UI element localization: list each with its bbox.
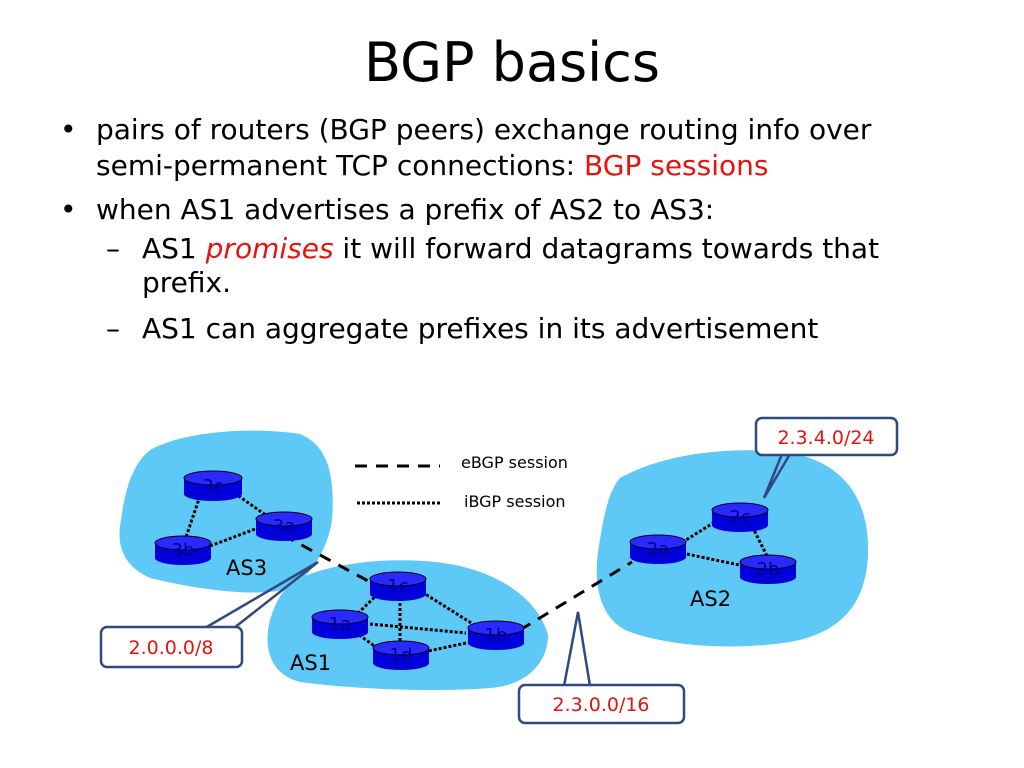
- slide-title: BGP basics: [364, 31, 660, 94]
- ibgp-link-1a-1b: [369, 622, 467, 635]
- as2-label: AS2: [690, 587, 731, 611]
- prefix-callout-2-3-0-0: [517, 683, 686, 725]
- ibgp-link-3c-3a: [229, 488, 271, 520]
- router-3c: 3c: [183, 470, 243, 501]
- callout-pointer-2-0-0-0: [204, 560, 319, 630]
- callout-pointer-2-3-0-0: [562, 611, 592, 687]
- router-3a: 3a: [255, 511, 313, 541]
- prefix-callout-2-0-0-0: [99, 625, 244, 669]
- bullet-2-text: when AS1 advertises a prefix of AS2 to A…: [96, 193, 715, 226]
- bullet-1-highlight: BGP sessions: [584, 149, 769, 182]
- router-label-1b: 1b: [485, 625, 508, 646]
- router-label-1c: 1c: [387, 576, 408, 597]
- as3-label: AS3: [226, 556, 267, 580]
- sub-bullet-2-text: AS1 can aggregate prefixes in its advert…: [142, 312, 819, 345]
- router-2a: 2a: [629, 534, 687, 564]
- prefix-label-2-0-0-0: 2.0.0.0/8: [129, 637, 214, 659]
- prefix-callout-2-3-4-0: [754, 416, 899, 457]
- as1-label: AS1: [290, 651, 331, 675]
- ebgp-legend-label: eBGP session: [461, 453, 568, 472]
- router-2c: 2c: [711, 502, 769, 532]
- ebgp-link-3a-1c: [282, 533, 371, 584]
- router-label-2c: 2c: [729, 507, 750, 528]
- bullet-item-2: • when AS1 advertises a prefix of AS2 to…: [60, 192, 900, 228]
- as1-cloud: [267, 560, 548, 690]
- router-1c: 1c: [369, 571, 427, 601]
- bullet-list: • pairs of routers (BGP peers) exchange …: [60, 112, 900, 346]
- ebgp-links: [282, 533, 633, 632]
- router-1a: 1a: [311, 609, 369, 639]
- router-label-1d: 1d: [390, 645, 413, 666]
- ibgp-legend-label: iBGP session: [464, 492, 566, 511]
- router-label-3b: 3b: [172, 540, 195, 561]
- ibgp-link-3b-3a: [209, 526, 259, 548]
- ebgp-link-1b-2a: [519, 560, 633, 632]
- prefix-label-2-3-0-0: 2.3.0.0/16: [552, 694, 649, 716]
- router-2b: 2b: [739, 554, 797, 584]
- bullet-item-1: • pairs of routers (BGP peers) exchange …: [60, 112, 900, 184]
- callout-pointer-2-3-4-0: [762, 453, 792, 499]
- router-3b: 3b: [154, 535, 212, 565]
- sub-bullet-1-prefix: AS1: [142, 232, 206, 265]
- router-label-2a: 2a: [647, 539, 669, 560]
- router-label-2b: 2b: [757, 559, 780, 580]
- sub-bullet-dash-icon: –: [106, 232, 120, 265]
- bullet-dot-icon: •: [60, 113, 77, 146]
- router-label-1a: 1a: [329, 614, 351, 635]
- callout-pointers: [204, 453, 792, 687]
- router-label-3c: 3c: [202, 476, 223, 497]
- sub-bullet-1-emphasis: promises: [205, 232, 334, 265]
- ibgp-link-1c-1b: [421, 590, 477, 628]
- bullet-dot-icon: •: [60, 193, 77, 226]
- router-1d: 1d: [372, 640, 430, 670]
- router-1b: 1b: [467, 620, 525, 650]
- router-label-3a: 3a: [273, 516, 295, 537]
- sub-bullet-item-2: – AS1 can aggregate prefixes in its adve…: [60, 312, 900, 346]
- sub-bullet-1-suffix: it will forward datagrams towards that p…: [142, 232, 880, 299]
- sub-bullet-dash-icon: –: [106, 312, 120, 345]
- ibgp-link-3c-3b: [183, 495, 202, 541]
- ibgp-link-2a-2b: [681, 551, 745, 568]
- prefix-label-2-3-4-0: 2.3.4.0/24: [777, 427, 874, 449]
- bullet-1-text: pairs of routers (BGP peers) exchange ro…: [96, 113, 872, 182]
- as2-cloud: [596, 450, 869, 647]
- sub-bullet-item-1: – AS1 promises it will forward datagrams…: [60, 232, 900, 300]
